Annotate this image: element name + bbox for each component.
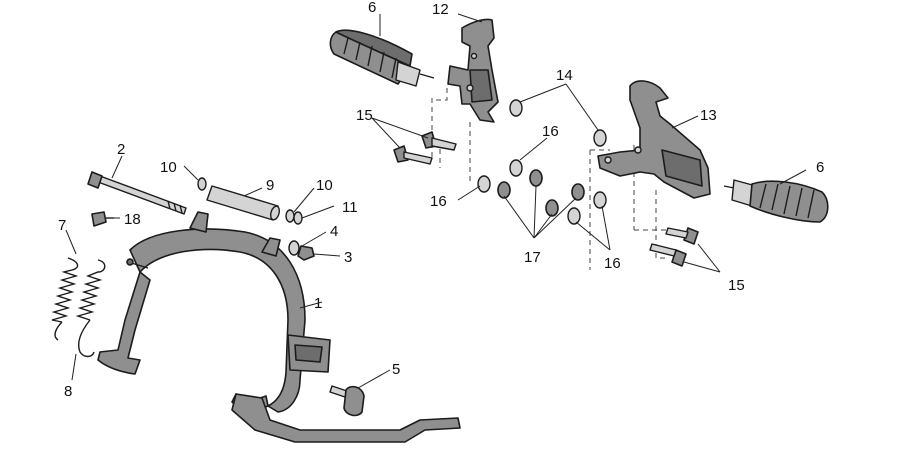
long-bolt	[87, 171, 187, 215]
bushing-tube	[206, 185, 281, 221]
callout-18: 18	[124, 211, 141, 228]
callout-9: 9	[266, 177, 274, 194]
springs	[51, 257, 106, 358]
stand-stopper	[329, 385, 365, 417]
callout-13: 13	[700, 107, 717, 124]
callout-1: 1	[314, 295, 322, 312]
callout-6-left: 6	[368, 0, 376, 16]
left-footpeg	[329, 29, 435, 87]
callout-8: 8	[64, 383, 72, 400]
callout-17: 17	[524, 249, 541, 266]
leader-lines	[65, 13, 807, 389]
callout-10-left: 10	[160, 159, 177, 176]
callout-11: 11	[342, 199, 358, 216]
left-footrest-bracket	[447, 18, 499, 123]
right-footpeg	[723, 179, 829, 223]
alignment-lines	[431, 88, 680, 270]
callout-7: 7	[58, 217, 66, 234]
callout-4: 4	[330, 223, 338, 240]
center-stand	[97, 211, 461, 443]
callout-5: 5	[392, 361, 400, 378]
callout-14: 14	[556, 67, 573, 84]
right-footrest-bracket	[597, 80, 711, 199]
callout-16-left: 16	[430, 193, 447, 210]
callout-6-right: 6	[816, 159, 824, 176]
callout-16-top: 16	[542, 123, 559, 140]
callout-labels: 6 12 14 13 15 16 16 17 16 15 6 2 10 9 10…	[58, 0, 824, 400]
callout-12: 12	[432, 1, 449, 18]
callout-15-left: 15	[356, 107, 373, 124]
stand-small-parts	[197, 177, 315, 261]
callout-15-right: 15	[728, 277, 745, 294]
bracket-hardware	[393, 99, 699, 267]
callout-3: 3	[344, 249, 352, 266]
small-bolt-18	[91, 211, 114, 227]
callout-2: 2	[117, 141, 125, 158]
callout-10-right: 10	[316, 177, 333, 194]
callout-16-right: 16	[604, 255, 621, 272]
